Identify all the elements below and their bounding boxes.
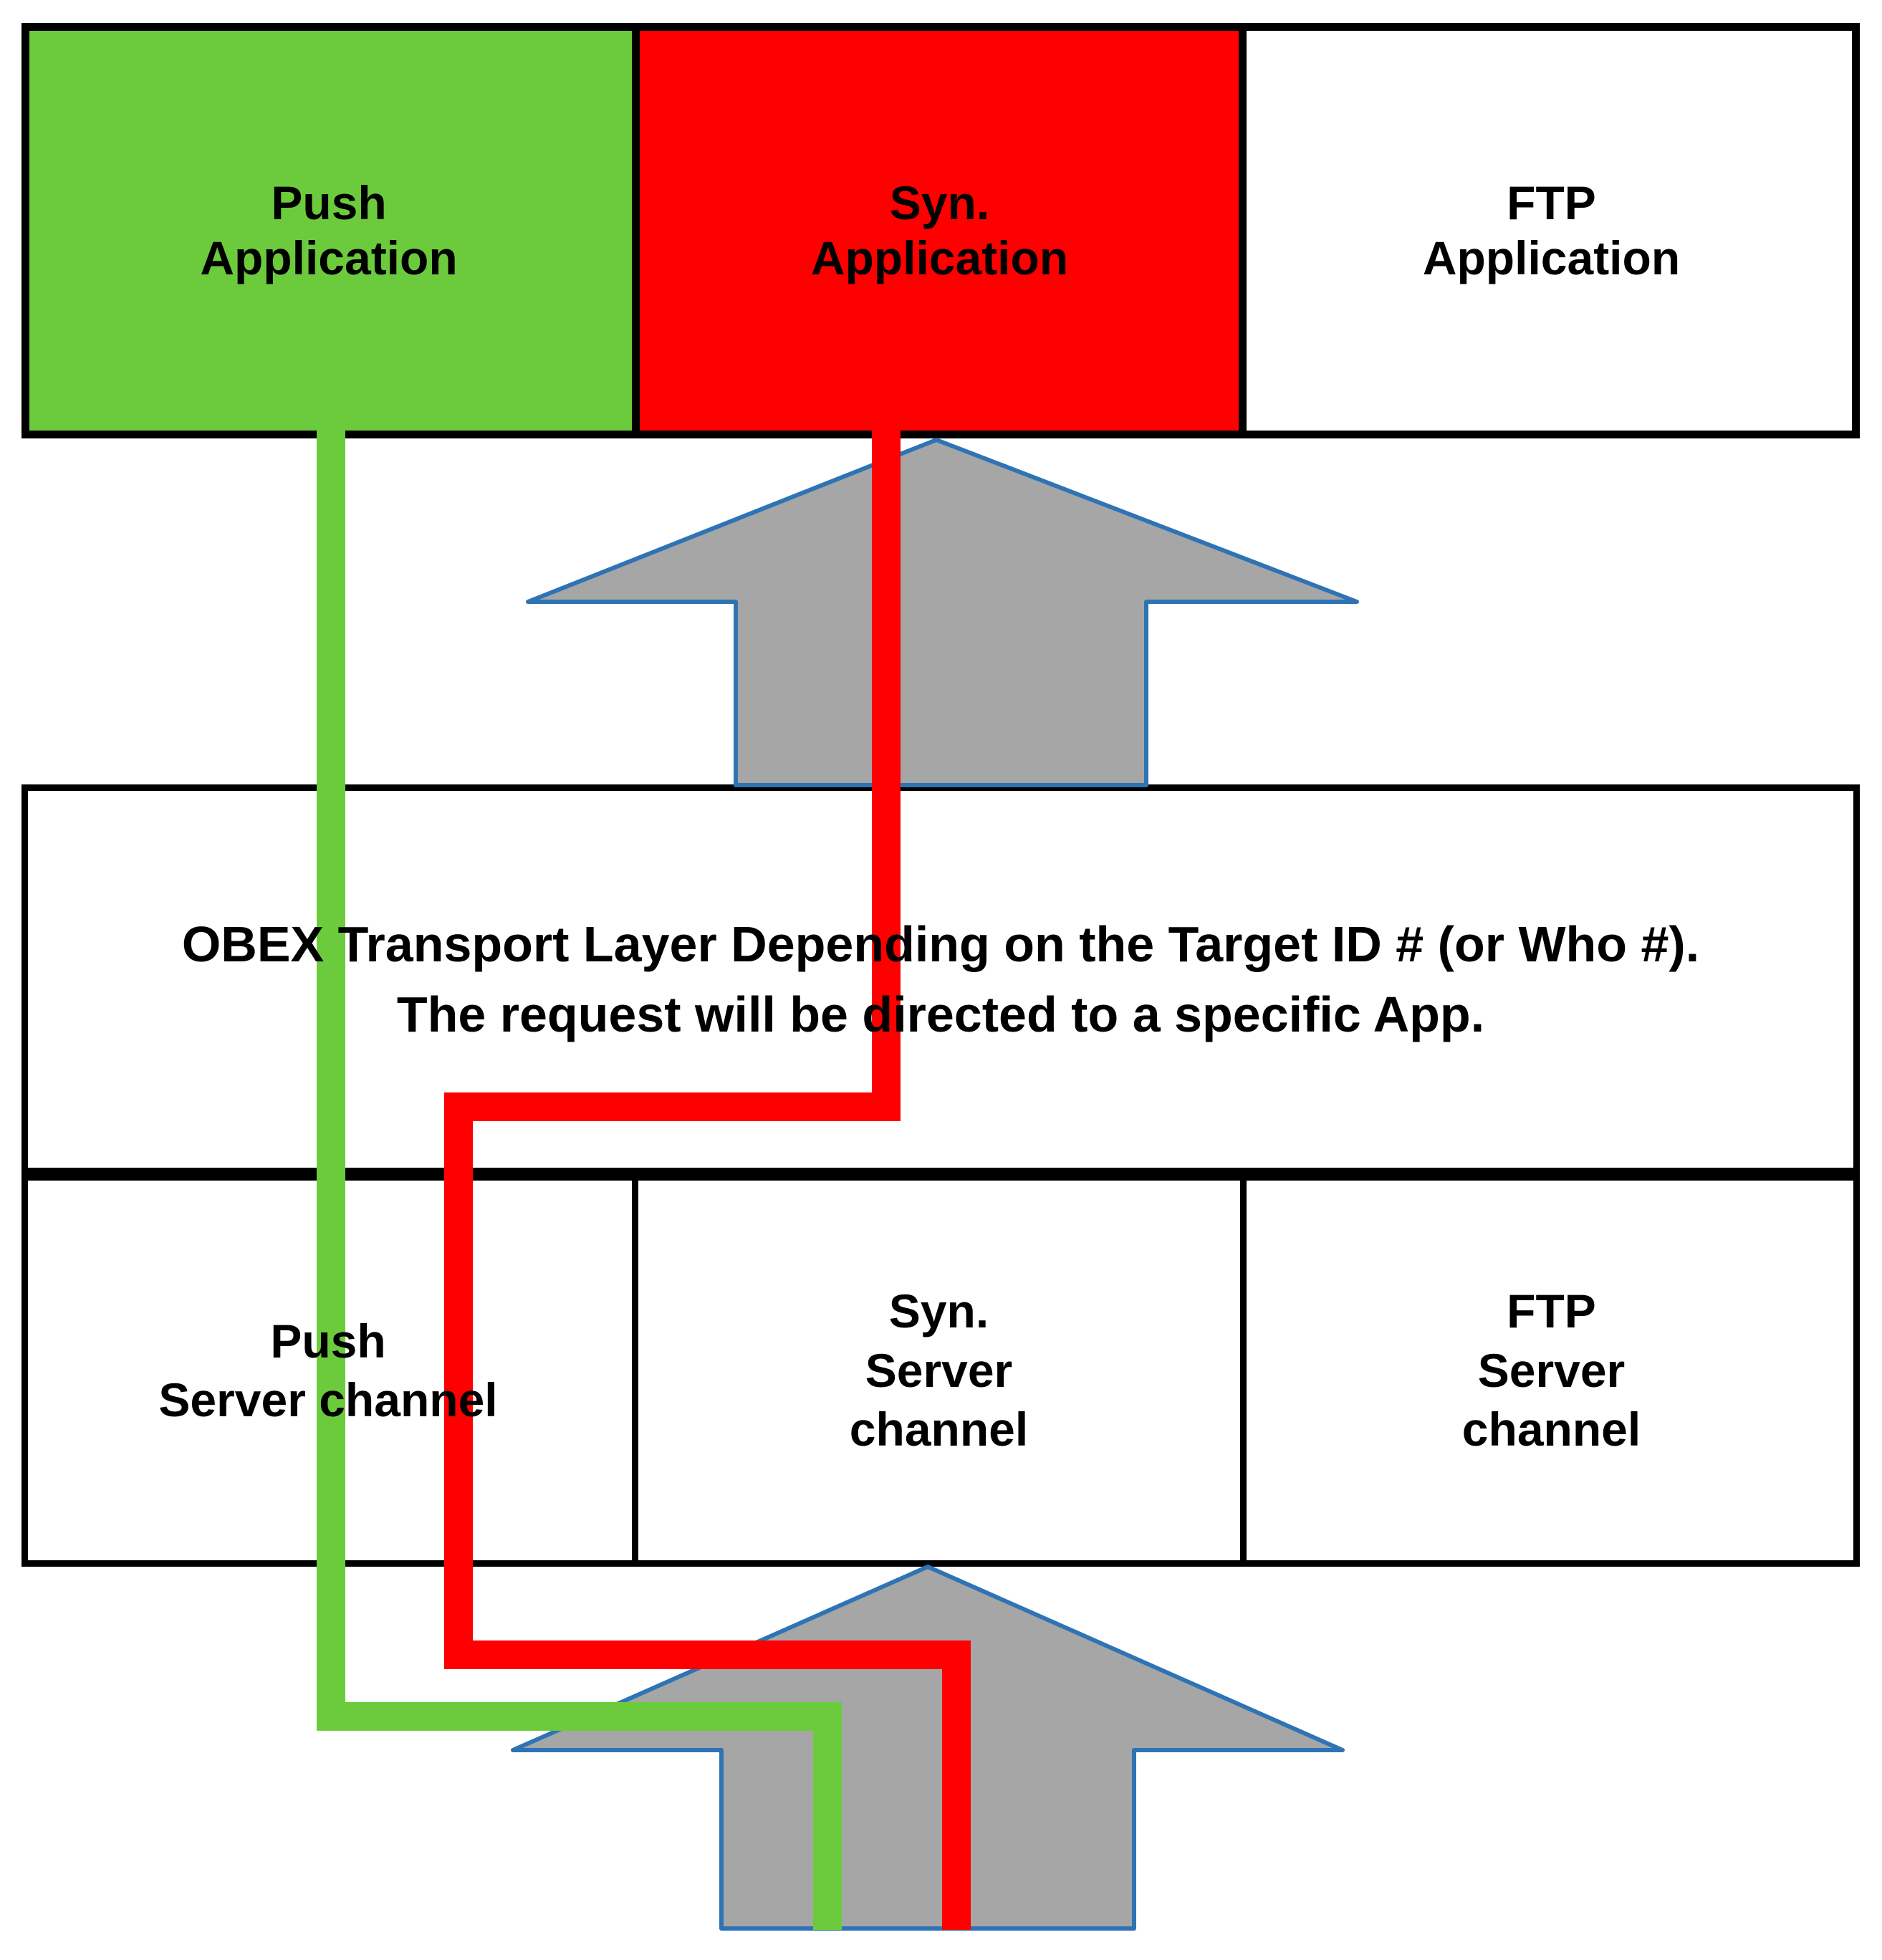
server-row-divider-2 (1240, 1181, 1247, 1560)
push-application-fill (29, 31, 636, 431)
up-arrow-icon-bottom (511, 1565, 1345, 1931)
up-arrow-icon-top (526, 438, 1359, 787)
application-row-divider-1 (632, 31, 640, 431)
obex-transport-layer-box (21, 784, 1860, 1174)
syn-application-fill (636, 31, 1243, 431)
ftp-application-fill (1243, 31, 1852, 431)
server-row-divider-1 (632, 1181, 638, 1560)
server-channel-row-box (21, 1174, 1860, 1567)
application-row-divider-2 (1239, 31, 1247, 431)
